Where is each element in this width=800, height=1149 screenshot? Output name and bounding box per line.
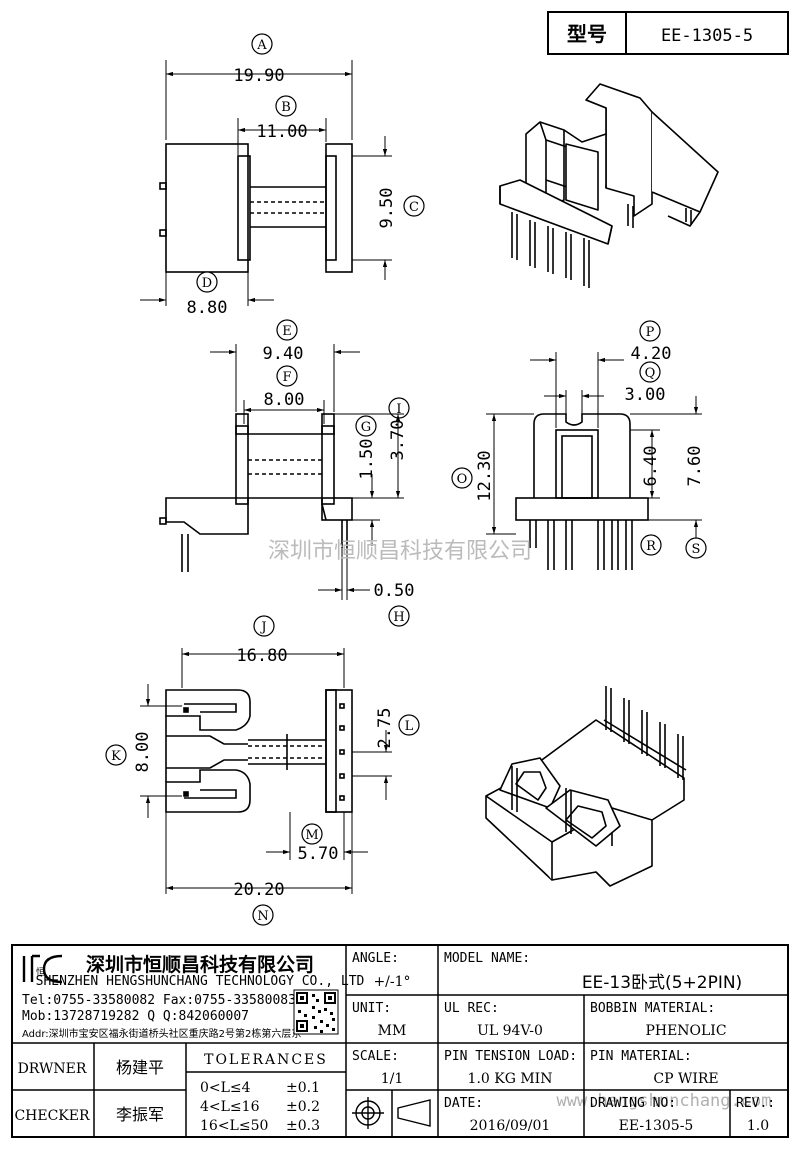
dim-o-value: 12.30 — [475, 450, 495, 501]
circle-label-n: N — [257, 909, 268, 924]
svg-text:恒: 恒 — [36, 966, 45, 978]
date-label: DATE: — [444, 1096, 483, 1111]
unit-label: UNIT: — [352, 1001, 391, 1016]
circle-label-k: K — [111, 749, 121, 764]
circle-label-f: F — [282, 370, 291, 385]
circle-label-g: G — [361, 420, 371, 435]
angle-label: ANGLE: — [352, 951, 399, 966]
ul-rec-label: UL REC: — [444, 1001, 499, 1016]
model-value: EE-1305-5 — [661, 26, 753, 46]
title-block — [11, 944, 789, 1138]
pin-tension-label: PIN TENSION LOAD: — [444, 1049, 577, 1064]
circle-label-s: S — [692, 542, 701, 557]
circle-label-a: A — [256, 38, 267, 53]
tol-row3-range: 16<L≤50 — [200, 1118, 268, 1134]
top-view — [159, 143, 353, 273]
circle-label-p: P — [646, 325, 655, 340]
dim-n-value: 20.20 — [233, 880, 284, 900]
circle-label-e: E — [282, 324, 292, 339]
circle-label-r: R — [646, 539, 657, 554]
isometric-pins-top — [511, 204, 692, 288]
checker-label: CHECKER — [14, 1108, 90, 1124]
tol-row2-range: 4<L≤16 — [200, 1099, 260, 1115]
dim-h-value: 0.50 — [374, 581, 415, 601]
date-value: 2016/09/01 — [470, 1118, 551, 1134]
dim-m-value: 5.70 — [298, 844, 339, 864]
contact-address: Addr:深圳市宝安区福永街道桥头社区重庆路2号第2栋第六层东 — [22, 1027, 301, 1040]
dim-r-value: 6.40 — [641, 446, 661, 487]
tol-row1-value: ±0.1 — [286, 1080, 320, 1096]
unit-value: MM — [378, 1023, 407, 1039]
dim-g-value: 1.50 — [357, 439, 377, 480]
watermark-company: 深圳市恒顺昌科技有限公司 — [268, 539, 532, 564]
scale-label: SCALE: — [352, 1049, 399, 1064]
drawing-no-label: DRAWING NO: — [590, 1096, 676, 1111]
dim-c-value: 9.50 — [377, 188, 397, 229]
dim-e-value: 9.40 — [263, 344, 304, 364]
dim-k-value: 8.00 — [133, 732, 153, 773]
company-name: 深圳市恒顺昌科技有限公司 — [86, 953, 314, 976]
projection-symbol-icon — [352, 1097, 431, 1129]
dim-s-value: 7.60 — [685, 446, 705, 487]
circle-label-o: O — [457, 472, 468, 487]
circle-label-m: M — [305, 828, 318, 843]
dim-j-value: 16.80 — [236, 646, 287, 666]
bobbin-material-value: PHENOLIC — [645, 1023, 726, 1039]
ul-rec-value: UL 94V-0 — [477, 1023, 543, 1039]
circle-label-d: D — [202, 276, 212, 291]
angle-value: +/-1° — [373, 974, 410, 990]
dim-d-value: 8.80 — [187, 298, 228, 318]
pin-tension-value: 1.0 KG MIN — [468, 1071, 553, 1087]
circle-label-h: H — [393, 610, 404, 625]
contact-tel-fax: Tel:0755-33580082 Fax:0755-33580083 — [22, 993, 296, 1008]
checker-value: 李振军 — [116, 1105, 164, 1124]
bottom-view — [165, 689, 353, 813]
rev-label: REV.: — [736, 1096, 775, 1111]
tol-row2-value: ±0.2 — [286, 1099, 320, 1115]
pin-material-value: CP WIRE — [653, 1071, 718, 1087]
side-view — [515, 413, 649, 570]
dim-a-value: 19.90 — [233, 66, 284, 86]
dim-l-value: 2.75 — [375, 708, 395, 749]
dim-f-value: 8.00 — [264, 390, 305, 410]
dim-i-value: 3.70 — [388, 420, 408, 461]
circle-label-c: C — [409, 200, 419, 215]
dim-p-value: 4.20 — [631, 344, 672, 364]
rev-value: 1.0 — [747, 1118, 769, 1134]
drawer-value: 杨建平 — [116, 1058, 164, 1077]
pin-material-label: PIN MATERIAL: — [590, 1049, 692, 1064]
dim-b-value: 11.00 — [256, 122, 307, 142]
scale-value: 1/1 — [381, 1071, 404, 1087]
dim-q-value: 3.00 — [625, 385, 666, 405]
contact-mob-qq: Mob:13728719282 Q Q:842060007 — [22, 1009, 249, 1024]
model-label: 型号 — [567, 22, 607, 46]
drawer-label: DRWNER — [18, 1061, 87, 1077]
front-view — [159, 413, 353, 572]
isometric-pins-bottom — [511, 686, 684, 834]
model-name-value: EE-13卧式(5+2PIN) — [582, 973, 742, 993]
circle-label-b: B — [281, 100, 291, 115]
model-header-box: 型号 EE-1305-5 — [547, 11, 789, 55]
company-name-en: SHENZHEN HENGSHUNCHANG TECHNOLOGY CO., L… — [36, 974, 365, 989]
company-logo: 恒 — [22, 954, 63, 984]
isometric-view-bottom — [485, 719, 687, 887]
circle-label-i: I — [396, 402, 401, 417]
watermark-url: www.hengshunchang.com — [557, 1091, 772, 1111]
qr-code — [293, 989, 339, 1035]
drawing-no-value: EE-1305-5 — [619, 1118, 694, 1134]
circle-label-l: L — [405, 719, 414, 734]
tol-row1-range: 0<L≤4 — [200, 1080, 251, 1096]
circle-label-q: Q — [645, 366, 656, 381]
tol-row3-value: ±0.3 — [286, 1118, 320, 1134]
circle-label-j: J — [259, 620, 266, 635]
isometric-view-top — [499, 83, 719, 245]
model-name-label: MODEL NAME: — [444, 951, 530, 966]
tolerances-label: TOLERANCES — [204, 1052, 328, 1068]
bobbin-material-label: BOBBIN MATERIAL: — [590, 1001, 715, 1016]
